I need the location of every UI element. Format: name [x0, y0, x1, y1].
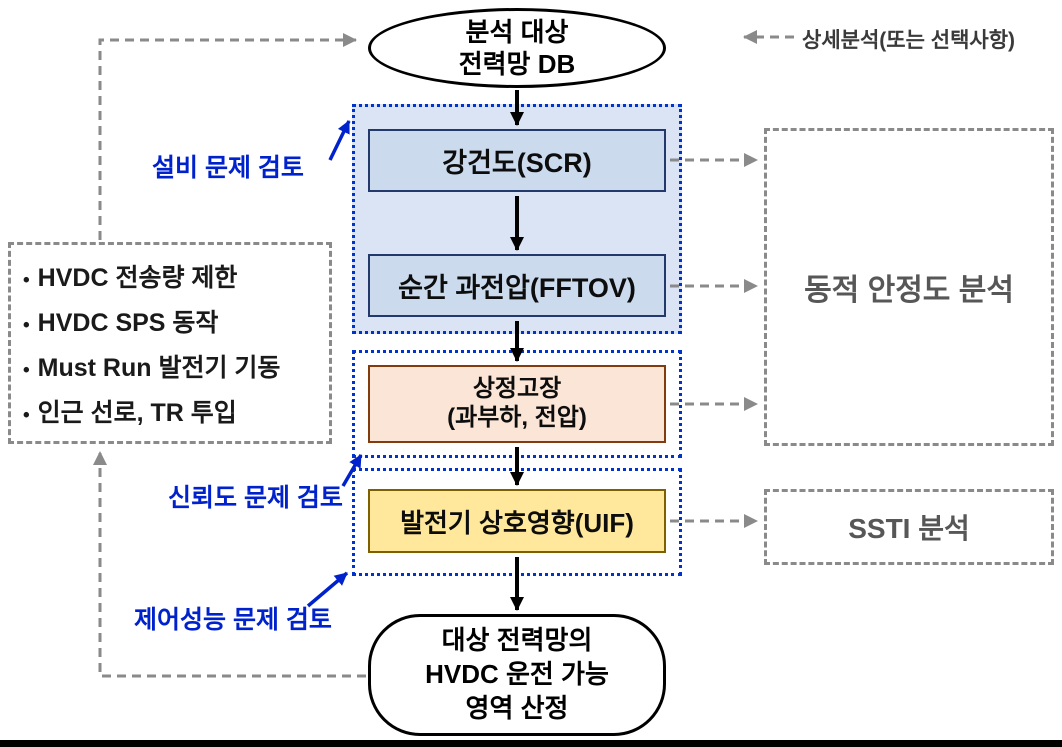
list-item: • 인근 선로, TR 투입: [23, 393, 317, 429]
scr-box-label: 강건도(SCR): [442, 148, 592, 178]
result-node-label-line3: 영역 산정: [465, 692, 569, 723]
list-item-label: Must Run 발전기 기동: [37, 353, 281, 382]
bullet-icon: •: [23, 314, 30, 336]
bottom-divider: [0, 740, 1062, 747]
dynamic-stability-label: 동적 안정도 분석: [804, 274, 1014, 307]
annotation-equipment-check: 설비 문제 검토: [152, 154, 304, 182]
contingency-box-label-line1: 상정고장: [472, 375, 562, 403]
ssti-box: SSTI 분석: [764, 489, 1054, 565]
scr-box: 강건도(SCR): [368, 129, 666, 192]
annotation-reliability-check: 신뢰도 문제 검토: [168, 484, 343, 512]
annotation-arrow-equipment: [328, 120, 351, 161]
source-node-label-line2: 전력망 DB: [458, 49, 576, 79]
bullet-icon: •: [23, 359, 30, 381]
contingency-box: 상정고장 (과부하, 전압): [368, 365, 666, 443]
list-item-label: 인근 선로, TR 투입: [37, 398, 237, 427]
dashed-feedback-mitigation-to-source: [98, 33, 357, 240]
fftov-box-label: 순간 과전압(FFTOV): [398, 273, 636, 303]
uif-box: 발전기 상호영향(UIF): [368, 489, 666, 553]
annotation-control-check: 제어성능 문제 검토: [134, 606, 332, 634]
bullet-icon: •: [23, 269, 30, 291]
bullet-icon: •: [23, 404, 30, 426]
fftov-box: 순간 과전압(FFTOV): [368, 254, 666, 317]
list-item: • HVDC SPS 동작: [23, 303, 317, 339]
result-node: 대상 전력망의 HVDC 운전 가능 영역 산정: [368, 614, 666, 736]
list-item: • Must Run 발전기 기동: [23, 348, 317, 384]
result-node-label-line2: HVDC 운전 가능: [425, 659, 609, 690]
list-item: • HVDC 전송량 제한: [23, 258, 317, 294]
list-item-label: HVDC 전송량 제한: [37, 263, 238, 292]
result-node-label-line1: 대상 전력망의: [441, 625, 593, 656]
mitigation-list-panel: • HVDC 전송량 제한 • HVDC SPS 동작 • Must Run 발…: [8, 242, 332, 444]
source-node: 분석 대상 전력망 DB: [368, 8, 666, 88]
uif-box-label: 발전기 상호영향(UIF): [400, 507, 634, 538]
list-item-label: HVDC SPS 동작: [37, 308, 219, 337]
legend-label: 상세분석(또는 선택사항): [802, 29, 1016, 52]
dynamic-stability-box: 동적 안정도 분석: [764, 128, 1054, 446]
source-node-label-line1: 분석 대상: [465, 16, 569, 47]
ssti-label: SSTI 분석: [848, 513, 970, 544]
contingency-box-label-line2: (과부하, 전압): [447, 404, 587, 431]
